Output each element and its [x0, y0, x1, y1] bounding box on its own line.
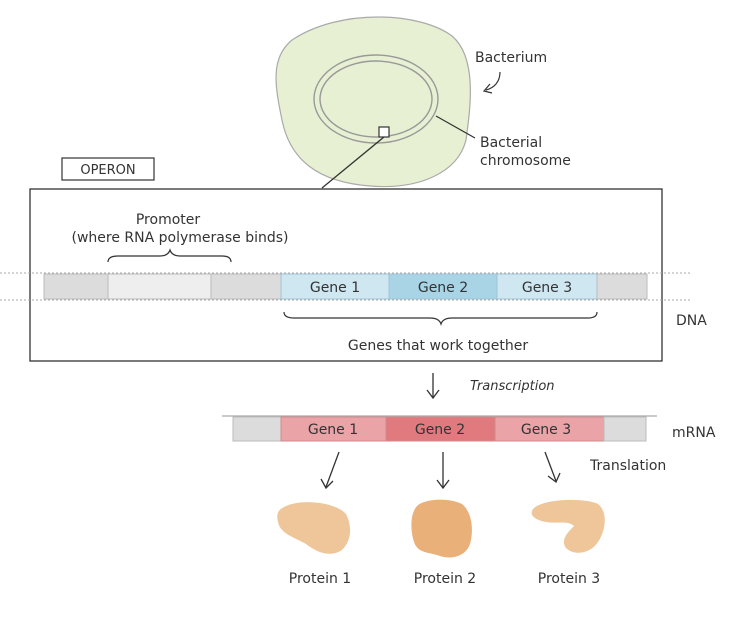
promoter-label-line2: (where RNA polymerase binds)	[72, 230, 289, 246]
protein-2-shape	[411, 499, 472, 558]
mrna-gene-label: Gene 1	[308, 422, 358, 438]
dna-gene-label: Gene 3	[522, 280, 572, 296]
translation-label: Translation	[589, 458, 666, 474]
mrna-segment-right	[603, 416, 647, 442]
mrna-gene2-segment	[385, 416, 496, 442]
mrna-gene3-segment	[494, 416, 605, 442]
bacterium-arrow-head	[482, 83, 493, 94]
translation-arrow-1-head	[320, 478, 334, 490]
mrna-gene1-segment	[280, 416, 387, 442]
dna-gene3-segment	[496, 273, 598, 300]
dna-segment-right	[596, 273, 648, 300]
mrna-label: mRNA	[672, 425, 716, 441]
protein-3-label: Protein 3	[538, 571, 600, 587]
chromosome-label-line1: Bacterial	[480, 135, 542, 151]
transcription-label: Transcription	[470, 379, 555, 394]
mrna-gene-label: Gene 3	[521, 422, 571, 438]
operon-locus-marker	[378, 126, 390, 138]
translation-arrow-2-head	[436, 479, 450, 490]
dna-gene-label: Gene 1	[310, 280, 360, 296]
mrna-gene-label: Gene 2	[415, 422, 465, 438]
genes-together-label: Genes that work together	[348, 338, 528, 354]
translation-arrow-3-head	[547, 472, 561, 484]
bacterium-arrow	[485, 71, 501, 91]
protein-3-shape	[531, 499, 605, 553]
transcription-arrow-head	[426, 389, 440, 400]
mrna-segment-left	[232, 416, 282, 442]
translation-arrow-3	[544, 451, 557, 482]
promoter-brace	[107, 248, 232, 263]
translation-arrow-1	[325, 451, 340, 488]
dna-gene-label: Gene 2	[418, 280, 468, 296]
protein-1-label: Protein 1	[289, 571, 351, 587]
protein-2-label: Protein 2	[414, 571, 476, 587]
operon-label: OPERON	[80, 163, 135, 178]
mrna-strand: Gene 1 Gene 2 Gene 3	[222, 415, 657, 442]
bacterium-label: Bacterium	[475, 50, 547, 66]
chromosome-label-line2: chromosome	[480, 153, 571, 169]
promoter-label-line1: Promoter	[136, 212, 201, 228]
chromosome-ring-inner	[319, 60, 433, 138]
operon-tag-box	[61, 157, 155, 181]
protein-1-shape	[277, 502, 351, 554]
dna-operator-segment	[210, 273, 282, 300]
dna-label: DNA	[676, 313, 707, 329]
chromosome-pointer-line	[435, 115, 476, 139]
bacterium-cell	[275, 16, 471, 188]
genes-brace	[283, 311, 598, 326]
dna-strand: Gene 1 Gene 2 Gene 3	[0, 272, 690, 301]
dna-promoter-segment	[107, 273, 212, 300]
dna-segment-left	[43, 273, 109, 300]
zoom-line	[321, 136, 385, 189]
dna-gene2-segment	[388, 273, 498, 300]
